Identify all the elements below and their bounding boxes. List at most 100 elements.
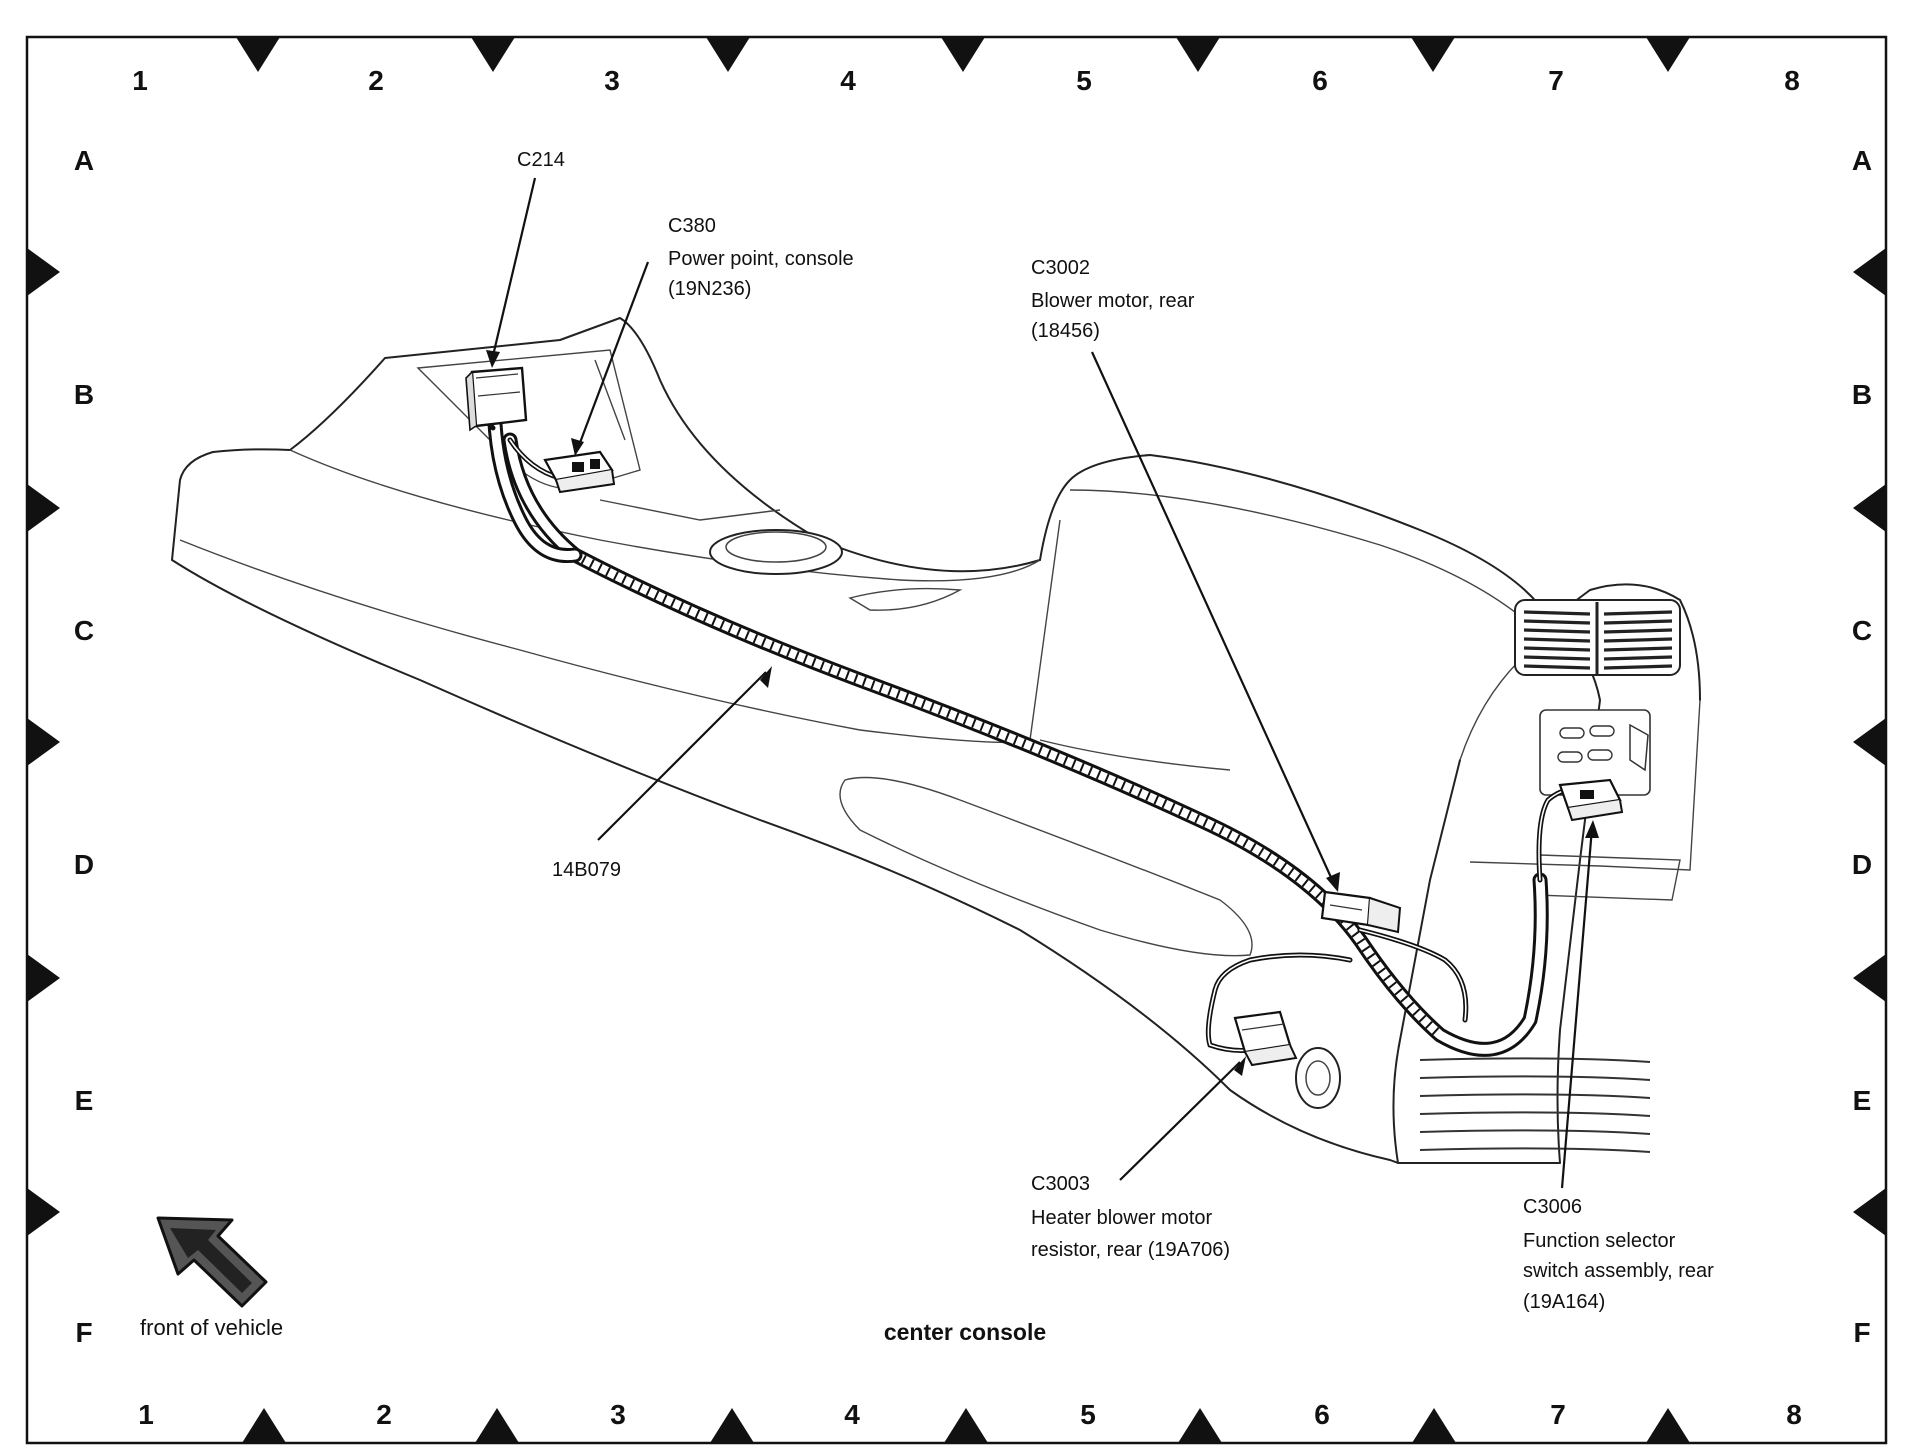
grid-row-label-right: B — [1852, 379, 1872, 410]
control-button — [1557, 751, 1583, 763]
grid-row-label-left: B — [74, 379, 94, 410]
grid-column-label-bottom: 2 — [376, 1399, 392, 1430]
front-of-vehicle-arrow-icon — [156, 1216, 268, 1308]
callout-c3006-id: C3006 — [1523, 1196, 1582, 1218]
vent-slat — [1523, 610, 1591, 616]
center-console-illustration — [171, 317, 1701, 1164]
grid-row-label-right: C — [1852, 615, 1872, 646]
leader-c3003-arrowhead — [1234, 1056, 1246, 1076]
leader-c3002-arrowhead — [1326, 872, 1340, 892]
cup-holder-inner — [725, 531, 827, 563]
louver-line — [1419, 1129, 1651, 1135]
vent-slat — [1603, 646, 1673, 652]
callout-c380-line-1: Power point, console — [668, 248, 854, 270]
callout-c3003-line-2: resistor, rear (19A706) — [1031, 1239, 1230, 1261]
rear-control-knob — [1629, 723, 1649, 772]
zone-marker-left — [27, 718, 60, 766]
grid-row-label-right: A — [1852, 145, 1872, 176]
zone-marker-right — [1853, 954, 1886, 1002]
leader-c3003 — [1119, 1061, 1241, 1181]
grid-row-label-right: E — [1853, 1085, 1872, 1116]
callout-c3002: C3002 Blower motor, rear (18456) — [1031, 257, 1195, 342]
vent-slat — [1523, 637, 1591, 643]
zone-marker-top — [1411, 37, 1455, 72]
cup-holder — [709, 529, 843, 575]
callout-c3006-line-3: (19A164) — [1523, 1291, 1605, 1313]
callout-c214-id: C214 — [517, 149, 565, 171]
grid-column-label-top: 7 — [1548, 65, 1564, 96]
zone-marker-left — [27, 954, 60, 1002]
grid-row-label-left: D — [74, 849, 94, 880]
console-armrest — [1039, 454, 1701, 701]
callout-14b079-id: 14B079 — [552, 859, 621, 881]
harness-trunk-wrap — [572, 551, 1443, 1039]
rear-lower-louvers — [1419, 1057, 1651, 1153]
vent-slat — [1523, 619, 1591, 625]
louver-line — [1419, 1057, 1651, 1063]
console-top-ridge — [289, 449, 1041, 582]
zone-marker-top — [471, 37, 515, 72]
connectors — [465, 366, 1624, 1067]
armrest-side-line — [1029, 519, 1231, 771]
leader-14b079 — [597, 671, 767, 841]
zone-marker-bottom — [242, 1408, 286, 1443]
zone-marker-left — [27, 1188, 60, 1236]
grid-column-label-top: 4 — [840, 65, 856, 96]
leader-c214-arrowhead — [486, 350, 500, 368]
vent-slat — [1603, 610, 1673, 616]
connector-c3002 — [1320, 890, 1402, 934]
leader-c3006 — [1560, 827, 1594, 1189]
grid-column-label-top: 6 — [1312, 65, 1328, 96]
zone-marker-bottom — [944, 1408, 988, 1443]
callouts: C214 C380 Power point, console (19N236) … — [517, 149, 1714, 1313]
zone-marker-top — [1176, 37, 1220, 72]
callout-c3002-id: C3002 — [1031, 257, 1090, 279]
grid-column-label-bottom: 4 — [844, 1399, 860, 1430]
cup-holder-lower — [848, 587, 963, 611]
callout-c3002-line-1: Blower motor, rear — [1031, 290, 1195, 312]
wire-to-c214 — [487, 422, 496, 431]
console-grommet — [1295, 1047, 1341, 1109]
wiring-harness-14b079 — [486, 372, 1573, 1057]
callout-c380-line-2: (19N236) — [668, 278, 751, 300]
leader-c380 — [576, 261, 650, 449]
zone-marker-bottom — [1412, 1408, 1456, 1443]
zone-markers — [27, 37, 1886, 1443]
vent-slat — [1523, 646, 1591, 652]
console-side-ridge — [179, 539, 1031, 744]
vent-slat — [1603, 619, 1673, 625]
rear-vent-slats — [1523, 610, 1673, 670]
zone-marker-right — [1853, 484, 1886, 532]
callout-c3003-id: C3003 — [1031, 1173, 1090, 1195]
grid-row-label-left: E — [75, 1085, 94, 1116]
zone-marker-left — [27, 484, 60, 532]
vent-slat — [1523, 628, 1591, 634]
rear-panel-outline — [1392, 619, 1601, 1164]
callout-c380: C380 Power point, console (19N236) — [668, 215, 854, 300]
vent-slat — [1603, 628, 1673, 634]
vent-slat — [1523, 664, 1591, 670]
rear-drawer-slot — [1534, 854, 1681, 901]
grid-column-label-top: 8 — [1784, 65, 1800, 96]
zone-marker-bottom — [1178, 1408, 1222, 1443]
louver-line — [1419, 1147, 1651, 1153]
rear-control-buttons — [1557, 725, 1615, 763]
callout-c3002-line-2: (18456) — [1031, 320, 1100, 342]
grid-column-label-top: 5 — [1076, 65, 1092, 96]
zone-marker-right — [1853, 248, 1886, 296]
grid-column-label-bottom: 6 — [1314, 1399, 1330, 1430]
louver-line — [1419, 1111, 1651, 1117]
grid-column-label-bottom: 8 — [1786, 1399, 1802, 1430]
callout-c380-id: C380 — [668, 215, 716, 237]
vent-slat — [1603, 637, 1673, 643]
console-outer-shell — [171, 451, 1399, 1164]
zone-marker-left — [27, 248, 60, 296]
grid-row-label-left: C — [74, 615, 94, 646]
grid-column-label-top: 3 — [604, 65, 620, 96]
zone-marker-bottom — [475, 1408, 519, 1443]
grid-column-label-bottom: 3 — [610, 1399, 626, 1430]
grid-column-label-bottom: 7 — [1550, 1399, 1566, 1430]
